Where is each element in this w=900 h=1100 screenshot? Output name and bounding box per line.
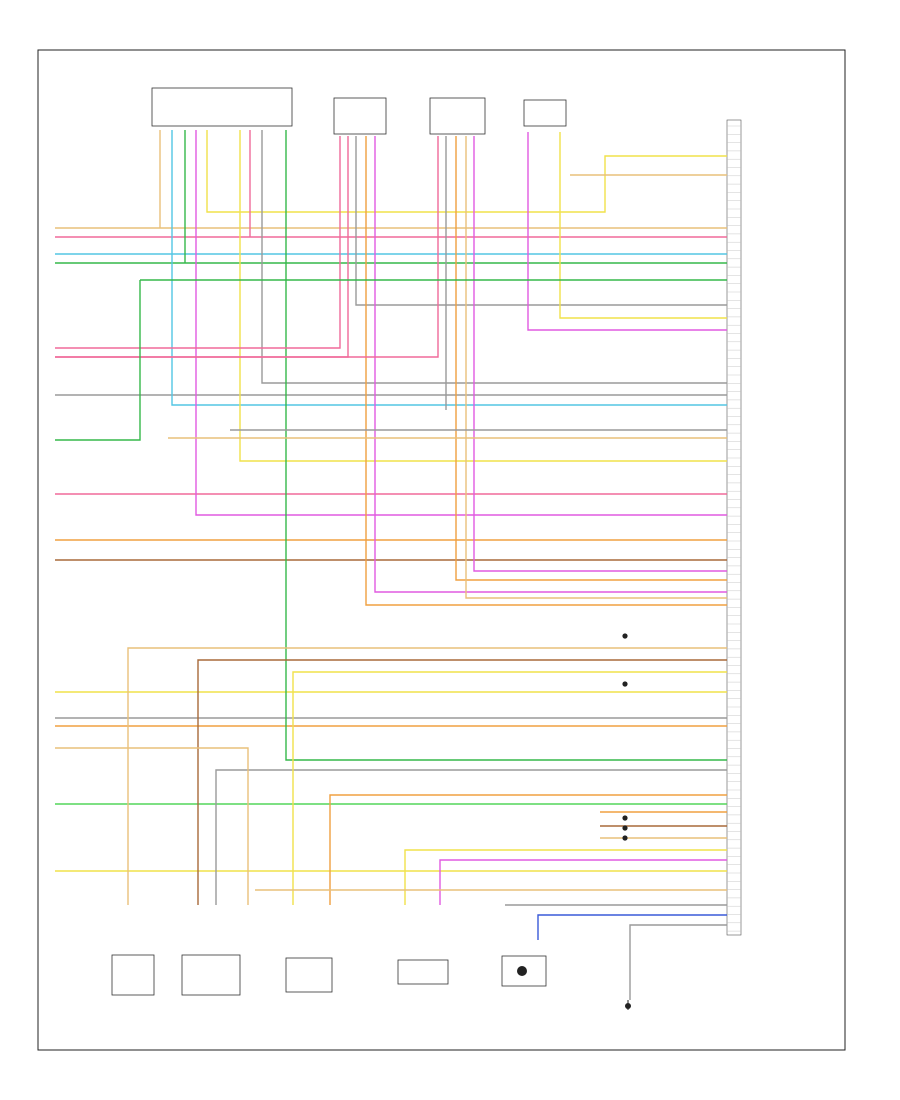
splice-icon [622, 681, 628, 687]
wire [629, 924, 727, 1000]
wire [404, 849, 727, 905]
sensor-icon [517, 966, 527, 976]
wire [537, 914, 727, 940]
diagram-frame [37, 49, 846, 1051]
splice-icon [622, 825, 628, 831]
connector-icon [523, 99, 567, 127]
wire [197, 659, 727, 905]
bottom-components [111, 954, 631, 1010]
wire [215, 769, 727, 905]
wire [365, 136, 727, 606]
splice-icon [622, 815, 628, 821]
wire [292, 671, 727, 905]
wire [374, 136, 727, 593]
splice-icon [622, 835, 628, 841]
wire [527, 132, 727, 331]
splices [622, 633, 628, 841]
wire [206, 130, 727, 213]
sensor-icon [285, 957, 333, 993]
top-connectors [151, 87, 567, 135]
sensor-icon [397, 959, 449, 985]
wire [455, 136, 727, 581]
sensor-icon [181, 954, 241, 996]
connector-icon [151, 87, 293, 127]
wire [55, 280, 141, 441]
wire [439, 859, 727, 905]
wire [55, 747, 249, 905]
ecm-pin-ticks [727, 125, 741, 932]
wire [559, 132, 727, 319]
sensor-icon [111, 954, 155, 996]
connector-icon [333, 97, 387, 135]
wire [465, 136, 727, 599]
wires [55, 130, 727, 1000]
wire [239, 130, 727, 462]
splice-icon [622, 633, 628, 639]
wire [355, 136, 727, 306]
wire [55, 136, 341, 349]
wire [473, 136, 727, 572]
wire [55, 136, 439, 358]
wire [55, 136, 349, 358]
wire [127, 647, 727, 905]
wire [285, 130, 727, 761]
wire [171, 130, 727, 406]
wire [195, 130, 727, 516]
ground-icon [625, 1000, 631, 1010]
wire [261, 130, 727, 384]
ecm-connector [726, 119, 742, 936]
connector-icon [429, 97, 486, 135]
wire [329, 794, 727, 905]
